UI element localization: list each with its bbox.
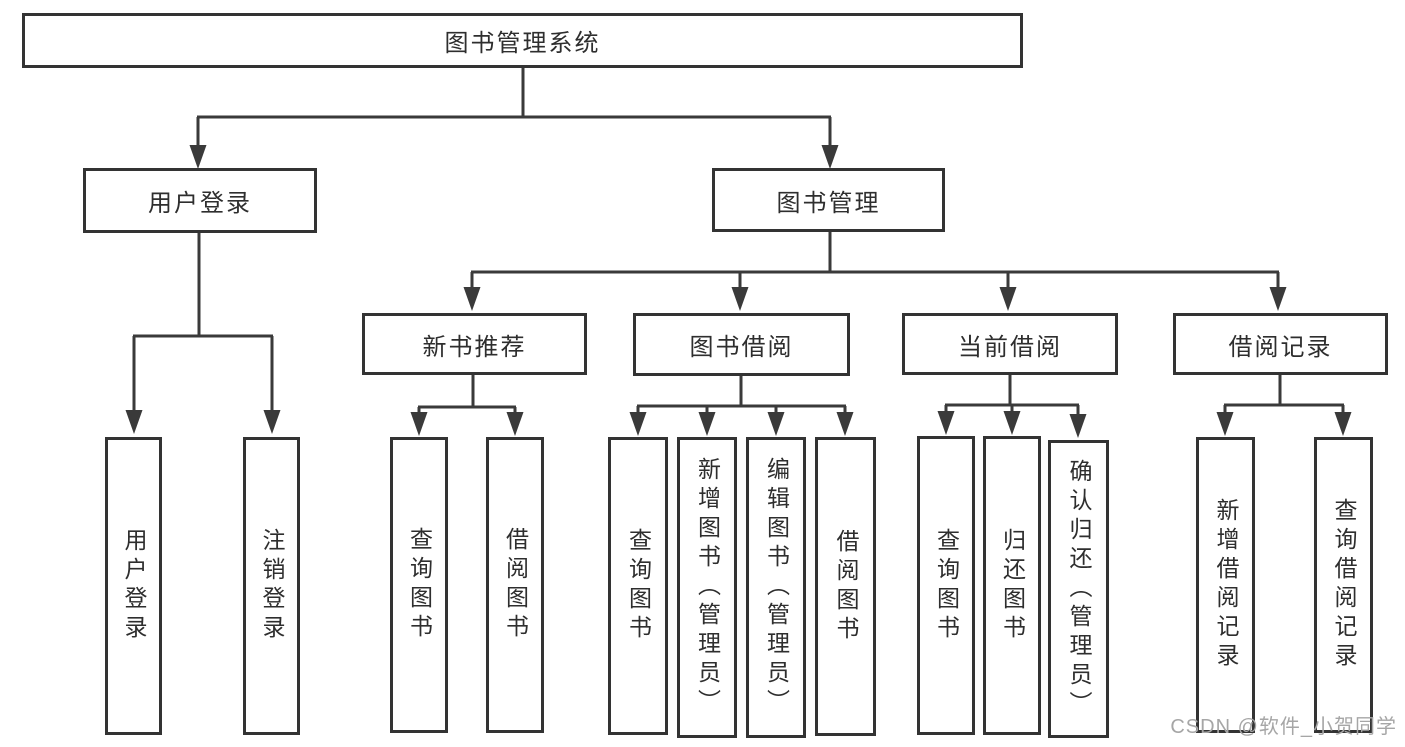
node-label: 查询图书 [933,527,960,644]
node-label: 查询图书 [625,528,652,644]
node-label: 图书管理 [776,189,881,217]
node-label: 当前借阅 [958,333,1062,361]
node-borrowing-records: 借阅记录 [1173,313,1388,375]
node-label: 新增借阅记录 [1213,498,1239,672]
node-label: 用户登录 [148,190,252,217]
node-new-book-recommendation: 新书推荐 [362,313,587,375]
leaf-borrow-books: 借阅图书 [815,437,876,736]
node-label: 用户登录 [121,528,147,644]
node-book-management: 图书管理 [712,168,945,232]
node-current-borrowing: 当前借阅 [902,313,1118,375]
leaf-query-books-recommend: 查询图书 [390,437,448,733]
node-label: 归还图书 [999,527,1026,644]
node-label: 图书管理系统 [444,30,601,57]
node-label: 借阅图书 [502,527,529,643]
node-label: 图书借阅 [689,334,794,361]
leaf-confirm-return-admin: 确认归还（管理员） [1048,440,1109,738]
leaf-logout: 注销登录 [243,437,300,735]
leaf-add-book-admin: 新增图书（管理员） [677,437,737,738]
node-label: 借阅图书 [833,528,859,645]
node-label: 查询图书 [406,527,433,643]
leaf-query-books-current: 查询图书 [917,436,975,735]
leaf-query-borrow-record: 查询借阅记录 [1314,437,1373,733]
leaf-edit-book-admin: 编辑图书（管理员） [746,437,806,738]
node-label: 新增图书（管理员） [694,457,721,718]
leaf-return-books: 归还图书 [983,436,1041,735]
node-label: 借阅记录 [1228,333,1333,361]
node-library-management-system: 图书管理系统 [22,13,1023,68]
leaf-query-books-borrow: 查询图书 [608,437,668,735]
node-label: 新书推荐 [422,333,527,361]
node-book-borrowing: 图书借阅 [633,313,850,376]
node-label: 注销登录 [259,528,285,644]
node-user-login: 用户登录 [83,168,317,233]
leaf-borrow-books-recommend: 借阅图书 [486,437,544,733]
node-label: 查询借阅记录 [1331,498,1357,672]
node-label: 编辑图书（管理员） [763,457,790,718]
leaf-user-login: 用户登录 [105,437,162,735]
csdn-watermark: CSDN @软件_小贺同学 [1170,716,1397,738]
node-label: 确认归还（管理员） [1066,458,1092,720]
leaf-add-borrow-record: 新增借阅记录 [1196,437,1255,733]
